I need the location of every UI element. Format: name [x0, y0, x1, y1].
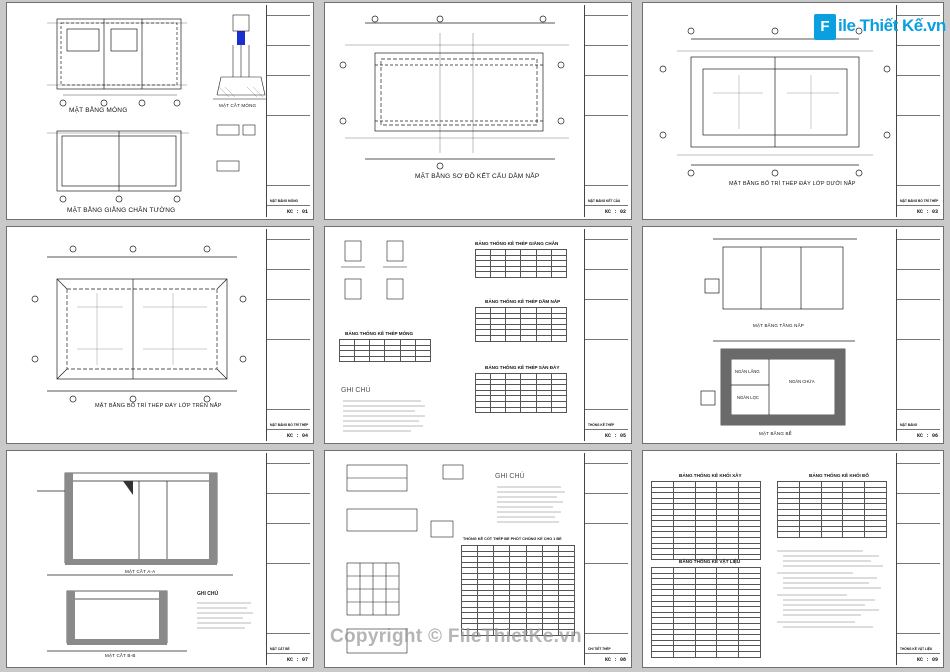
material-table [651, 567, 761, 658]
sheet-code: KC : 01 [286, 209, 308, 215]
concrete-table [777, 481, 887, 538]
sheet-caption: MẶT CẮT MÓNG [219, 103, 257, 108]
sheet-title: MẶT BẰNG MÓNG [270, 199, 298, 203]
sheet-caption: MẶT BẰNG BỂ [759, 431, 792, 436]
title-block: CHI TIẾT THÉP KC : 08 [584, 453, 628, 665]
rebar-table [474, 373, 568, 414]
tank-plan-drawing [700, 238, 857, 426]
table-title: BẢNG THỐNG KÊ THÉP GIẰNG CHÂN [475, 241, 559, 246]
sheet-code: KC : 06 [916, 433, 938, 439]
table-title: BẢNG THỐNG KÊ THÉP DẦM NẮP [485, 299, 561, 304]
title-block: THỐNG KÊ THÉP KC : 05 [584, 229, 628, 441]
sheet-caption: MẶT BẰNG BỐ TRÍ THÉP ĐÁY LỚP DƯỚI NẮP [729, 181, 856, 187]
sheet-code: KC : 07 [286, 657, 308, 663]
table-title: BẢNG THỐNG KÊ VẬT LIỆU [679, 559, 741, 564]
drawing-sheet-kc04: MẶT BẰNG BỐ TRÍ THÉP ĐÁY LỚP TRÊN NẮP MẶ… [6, 226, 314, 444]
sheet-title: CHI TIẾT THÉP [588, 647, 611, 651]
sheet-title: MẶT CẮT BỂ [270, 647, 290, 651]
notes-lines [197, 602, 253, 629]
drawing-sheet-kc06: MẶT BẰNG TẦNG NẮP NGĂN LẮNG NGĂN CHỨA NG… [642, 226, 944, 444]
filethietke-logo: F ile Thiết Kế.vn [814, 14, 946, 44]
title-block: MẶT BẰNG BỐ TRÍ THÉP KC : 04 [266, 229, 310, 441]
title-block: MẶT BẰNG MÓNG KC : 01 [266, 5, 310, 217]
drawing-sheet-kc02: MẶT BẰNG SƠ ĐỒ KẾT CẤU DẦM NẮP MẶT BẰNG … [324, 2, 632, 220]
sheet-code: KC : 03 [916, 209, 938, 215]
rebar-table [338, 339, 432, 363]
sheet-title: MẶT BẰNG BỐ TRÍ THÉP [900, 199, 939, 203]
masonry-table [651, 481, 761, 561]
title-block: MẶT BẰNG KẾT CẤU KC : 02 [584, 5, 628, 217]
sheet-caption: MẶT BẰNG BỐ TRÍ THÉP ĐÁY LỚP TRÊN NẮP [95, 403, 222, 409]
sheet-title: MẶT BẰNG KẾT CẤU [588, 199, 621, 203]
copyright-watermark: Copyright © FileThietKe.vn [330, 626, 582, 647]
top-reinforcement-plan-drawing [31, 245, 247, 403]
sheet-caption: MẶT CẮT A-A [125, 569, 156, 574]
drawing-sheet-kc08: GHI CHÚ THỐNG KÊ CỐT THÉP BỂ PHỐT CHỐNG … [324, 450, 632, 668]
logo-text: ile Thiết Kế.vn [838, 16, 946, 35]
sheet-title: THỐNG KÊ VẬT LIỆU [900, 647, 933, 651]
sheet-code: KC : 02 [604, 209, 626, 215]
notes-heading: GHI CHÚ [341, 387, 371, 394]
title-block: MẶT BẰNG KC : 06 [896, 229, 940, 441]
drawing-sheet-kc03: MẶT BẰNG BỐ TRÍ THÉP ĐÁY LỚP DƯỚI NẮP MẶ… [642, 2, 944, 220]
notes-lines [777, 550, 883, 628]
beam-structure-plan-drawing [339, 15, 569, 170]
rebar-detail-drawing [346, 464, 464, 654]
logo-mark: F [814, 14, 836, 40]
title-block: MẶT BẰNG BỐ TRÍ THÉP KC : 03 [896, 5, 940, 217]
rebar-table [474, 249, 568, 278]
beam-section-details [341, 240, 407, 300]
bottom-reinforcement-plan-drawing [659, 27, 891, 177]
sheet-code: KC : 05 [604, 433, 626, 439]
room-label-filter: NGĂN LỌC [737, 395, 759, 400]
drawing-sheet-kc07: MẶT CẮT A-A MẶT CẮT B-B GHI CHÚ MẶT CẮT … [6, 450, 314, 668]
room-label-settling: NGĂN LẮNG [735, 369, 760, 374]
sheet-caption: MẶT CẮT B-B [105, 653, 136, 658]
rebar-table [474, 307, 568, 342]
sheet-caption: MẶT BẰNG SƠ ĐỒ KẾT CẤU DẦM NẮP [415, 173, 540, 180]
notes-lines [497, 486, 565, 523]
sheet-title: THỐNG KÊ THÉP [588, 423, 615, 427]
sheet-title: MẶT BẰNG BỐ TRÍ THÉP [270, 423, 309, 427]
drawing-sheet-kc09: BẢNG THỐNG KÊ KHỐI XÂY BẢNG THỐNG KÊ KHỐ… [642, 450, 944, 668]
tank-section-drawing [37, 472, 233, 652]
drawing-sheet-kc01: MẶT BẰNG MÓNG MẶT BẰNG GIẰNG CHÂN TƯỜNG … [6, 2, 314, 220]
room-label-storage: NGĂN CHỨA [789, 379, 815, 384]
sheet-code: KC : 08 [604, 657, 626, 663]
sheet-title: MẶT BẰNG [900, 423, 918, 427]
sheet-caption: MẶT BẰNG MÓNG [69, 107, 128, 114]
foundation-plan-drawing [47, 14, 267, 203]
table-title: BẢNG THỐNG KÊ KHỐI ĐỔ [809, 473, 869, 478]
notes-heading: GHI CHÚ [495, 473, 525, 480]
sheet-caption: MẶT BẰNG TẦNG NẮP [753, 323, 804, 328]
title-block: MẶT CẮT BỂ KC : 07 [266, 453, 310, 665]
rebar-schedule-table [460, 545, 576, 636]
table-title: BẢNG THỐNG KÊ THÉP MÓNG [345, 331, 414, 336]
drawing-sheet-kc05: BẢNG THỐNG KÊ THÉP GIẰNG CHÂN BẢNG THỐNG… [324, 226, 632, 444]
notes-lines [343, 400, 425, 432]
table-title: BẢNG THỐNG KÊ KHỐI XÂY [679, 473, 742, 478]
table-title: THỐNG KÊ CỐT THÉP BỂ PHỐT CHỐNG KẾ CHO 1… [463, 537, 562, 541]
sheet-code: KC : 09 [916, 657, 938, 663]
title-block: THỐNG KÊ VẬT LIỆU KC : 09 [896, 453, 940, 665]
table-title: BẢNG THỐNG KÊ THÉP SÀN ĐÁY [485, 365, 560, 370]
notes-heading: GHI CHÚ [197, 591, 219, 597]
sheet-caption: MẶT BẰNG GIẰNG CHÂN TƯỜNG [67, 207, 176, 214]
sheet-code: KC : 04 [286, 433, 308, 439]
